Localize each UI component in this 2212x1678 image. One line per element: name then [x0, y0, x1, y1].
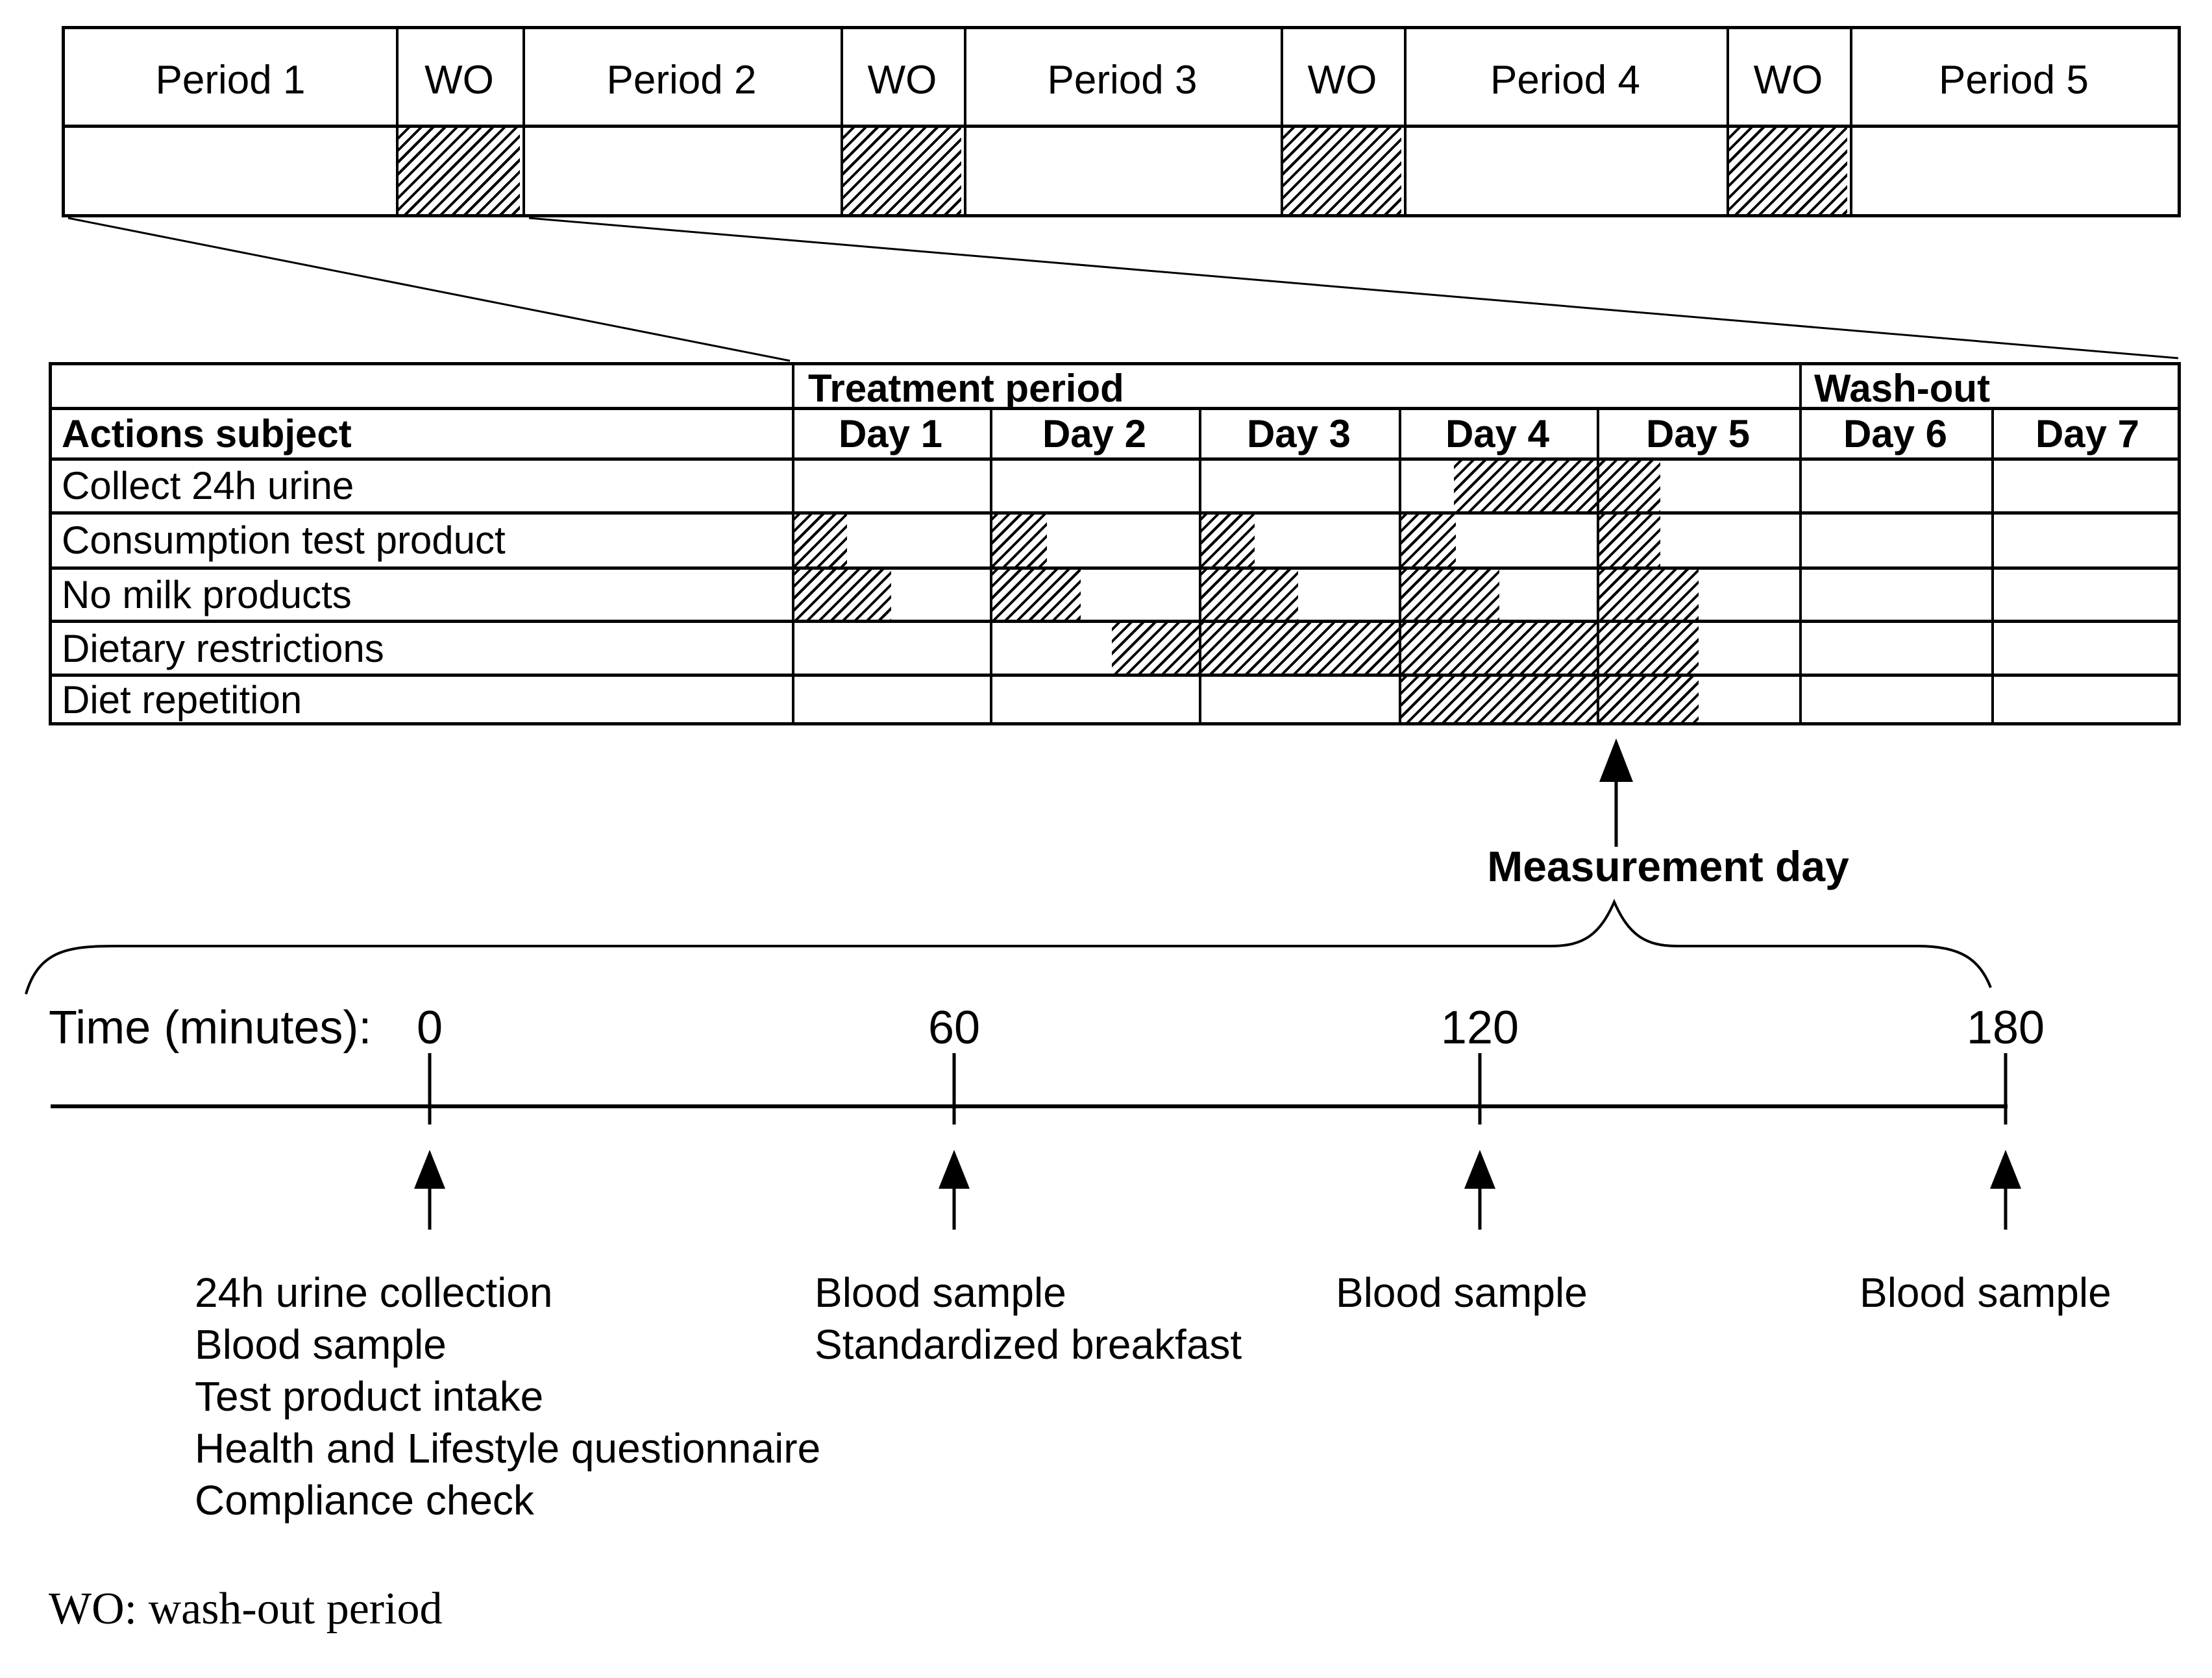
day-5-header: Day 5 [1645, 412, 1751, 456]
measurement-day-brace [25, 899, 1992, 995]
period-3-label: Period 3 [1047, 58, 1198, 103]
grid-line [52, 566, 2178, 570]
grid-line [1404, 29, 1407, 214]
grid-line [52, 620, 2178, 623]
events-at-0: 24h urine collection Blood sample Test p… [195, 1267, 820, 1526]
washout-hatch-4 [1729, 128, 1847, 214]
event-line: Health and Lifestyle questionnaire [195, 1425, 821, 1472]
washout-label: WO [1753, 58, 1823, 103]
tick-label-180: 180 [1966, 1002, 2045, 1054]
washout-label: WO [1307, 58, 1377, 103]
grid-line [52, 511, 2178, 515]
grid-line [522, 29, 525, 214]
row-label-dietary-restrictions: Dietary restrictions [62, 627, 384, 670]
grid-line [841, 29, 843, 214]
day-7-header: Day 7 [2035, 412, 2140, 456]
grid-line [1597, 407, 1599, 722]
event-arrow-head [939, 1150, 970, 1189]
events-at-180: Blood sample [1860, 1267, 2111, 1319]
washout-hatch-1 [399, 128, 520, 214]
hatch-nomilk-d2 [990, 566, 1081, 620]
washout-header: Wash-out [1814, 367, 1991, 410]
grid-line [52, 674, 2178, 677]
event-line: Blood sample [195, 1321, 447, 1368]
event-line: 24h urine collection [195, 1269, 553, 1316]
grid-line [1727, 29, 1729, 214]
measurement-arrow-head [1599, 738, 1633, 782]
event-line: Blood sample [1336, 1269, 1588, 1316]
washout-footnote: WO: wash-out period [49, 1584, 443, 1634]
event-line: Test product intake [195, 1373, 544, 1420]
period-5-label: Period 5 [1939, 58, 2089, 103]
measurement-day-label: Measurement day [1487, 842, 1849, 890]
washout-hatch-3 [1283, 128, 1401, 214]
hatch-consumption-d1 [792, 511, 847, 566]
grid-line [964, 29, 966, 214]
period-4-label: Period 4 [1490, 58, 1640, 103]
day-1-header: Day 1 [838, 412, 943, 456]
grid-line [52, 457, 2178, 461]
row-label-diet-repetition: Diet repetition [62, 678, 302, 722]
event-arrow-120 [1464, 1150, 1495, 1230]
hatch-nomilk-d4 [1399, 566, 1499, 620]
grid-line [1399, 407, 1401, 722]
event-arrow-head [414, 1150, 445, 1189]
grid-line [1281, 29, 1283, 214]
treatment-period-header: Treatment period [808, 367, 1124, 410]
row-label-collect-urine: Collect 24h urine [62, 464, 354, 507]
grid-line [1199, 407, 1201, 722]
row-label-no-milk: No milk products [62, 573, 352, 616]
grid-line [990, 407, 992, 722]
washout-label: WO [424, 58, 494, 103]
event-line: Blood sample [1860, 1269, 2111, 1316]
day-3-header: Day 3 [1246, 412, 1351, 456]
hatch-dietary-restrictions [1112, 620, 1699, 674]
tick-label-60: 60 [928, 1002, 981, 1054]
event-arrow-0 [414, 1150, 445, 1230]
time-axis-label: Time (minutes): [49, 1002, 372, 1054]
hatch-nomilk-d1 [792, 566, 891, 620]
grid-line [396, 29, 399, 214]
event-arrow-180 [1990, 1150, 2021, 1230]
hatch-nomilk-d3 [1199, 566, 1298, 620]
event-arrow-head [1990, 1150, 2021, 1189]
hatch-consumption-d4 [1399, 511, 1456, 566]
period-1-label: Period 1 [155, 58, 306, 103]
tick-label-0: 0 [416, 1002, 443, 1054]
event-line: Compliance check [195, 1477, 534, 1524]
event-line: Standardized breakfast [815, 1321, 1242, 1368]
day-2-header: Day 2 [1042, 412, 1147, 456]
hatch-consumption-d5 [1597, 511, 1660, 566]
events-at-120: Blood sample [1336, 1267, 1588, 1319]
hatch-consumption-d3 [1199, 511, 1255, 566]
grid-line [1991, 407, 1994, 722]
washout-label: WO [867, 58, 937, 103]
grid-line [65, 125, 2178, 128]
event-arrow-head [1464, 1150, 1495, 1189]
hatch-consumption-d2 [990, 511, 1047, 566]
period-2-label: Period 2 [606, 58, 757, 103]
hatch-nomilk-d5 [1597, 566, 1699, 620]
event-line: Blood sample [815, 1269, 1066, 1316]
day-4-header: Day 4 [1445, 412, 1550, 456]
actions-subject-header: Actions subject [62, 412, 352, 456]
day-6-header: Day 6 [1843, 412, 1948, 456]
zoom-connector-left [68, 217, 791, 362]
events-at-60: Blood sample Standardized breakfast [815, 1267, 1242, 1370]
washout-hatch-2 [843, 128, 961, 214]
actions-schedule-table: Treatment period Wash-out Actions subjec… [49, 362, 2181, 725]
row-label-consumption: Consumption test product [62, 518, 506, 562]
grid-line [1850, 29, 1852, 214]
grid-line [792, 365, 794, 722]
event-arrow-60 [939, 1150, 970, 1230]
grid-line [52, 407, 2178, 410]
periods-overview-table: Period 1 WO Period 2 WO Period 3 WO Peri… [62, 26, 2181, 217]
grid-line [1799, 365, 1802, 722]
hatch-collect-urine [1454, 457, 1660, 511]
zoom-connector-right [528, 217, 2179, 359]
tick-label-120: 120 [1440, 1002, 1519, 1054]
hatch-diet-repetition [1399, 674, 1699, 722]
